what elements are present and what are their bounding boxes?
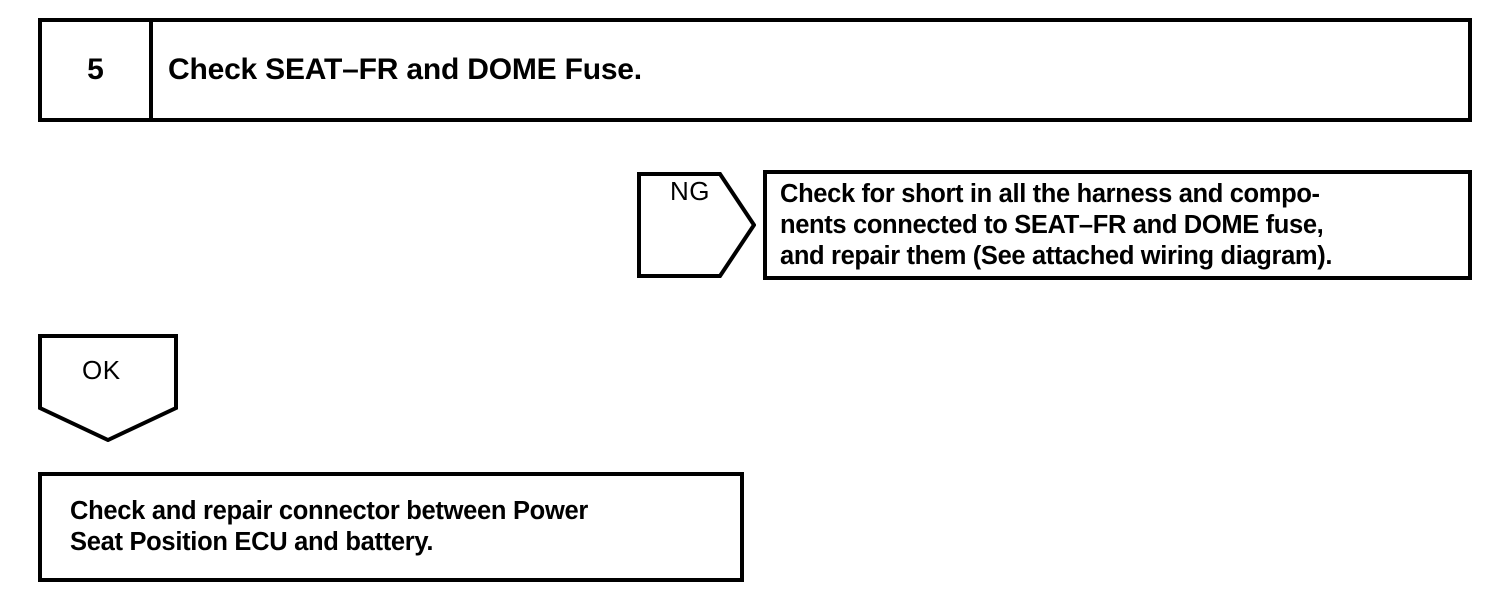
step-number-cell: 5 [42, 22, 153, 118]
ok-result-text: Check and repair connector between Power… [70, 497, 588, 556]
ng-branch-label: NG [670, 176, 710, 206]
step-title: Check SEAT–FR and DOME Fuse. [168, 53, 642, 87]
ng-result-text: Check for short in all the harness and c… [780, 179, 1333, 270]
step-number: 5 [87, 53, 104, 86]
ok-result-box: Check and repair connector between Power… [38, 472, 744, 582]
ng-result-box: Check for short in all the harness and c… [763, 170, 1472, 280]
ng-branch-arrow-icon [637, 172, 756, 278]
ok-branch-arrow-icon [38, 334, 178, 442]
step-title-cell: Check SEAT–FR and DOME Fuse. [153, 22, 1468, 118]
ok-branch-label: OK [82, 355, 121, 385]
step-header-row: 5 Check SEAT–FR and DOME Fuse. [38, 18, 1472, 122]
